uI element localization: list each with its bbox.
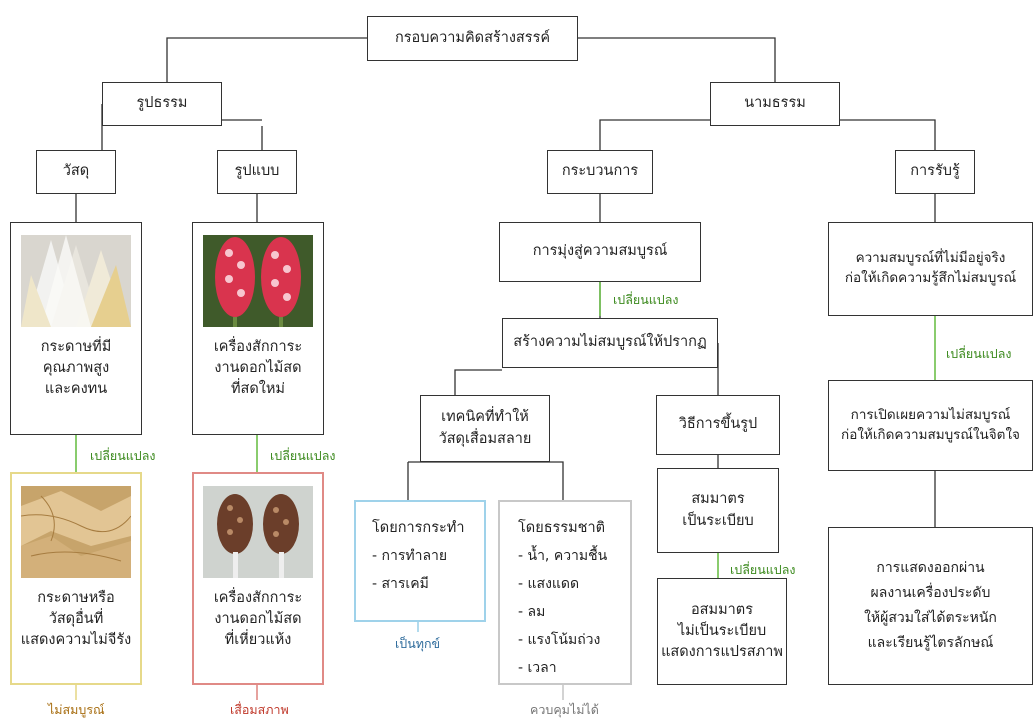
form-before-card: เครื่องสักการะ งานดอกไม้สด ที่สดใหม่: [192, 222, 324, 435]
process-step2-label: สร้างความไม่สมบูรณ์ให้ปรากฏ: [513, 334, 707, 351]
form-after-card: เครื่องสักการะ งานดอกไม้สด ที่เหี่ยวแห้ง: [192, 472, 324, 685]
perception-node: การรับรู้: [895, 150, 975, 194]
technique-node: เทคนิคที่ทำให้ วัสดุเสื่อมสลาย: [420, 395, 550, 462]
process-change-label: เปลี่ยนแปลง: [613, 292, 679, 307]
root-label: กรอบความคิดสร้างสรรค์: [394, 29, 551, 46]
perception-step2-node: การเปิดเผยความไม่สมบูรณ์ ก่อให้เกิดความส…: [828, 380, 1033, 471]
nature-item: - น้ำ, ความชื้น: [518, 548, 608, 564]
material-before-card: กระดาษที่มี คุณภาพสูง และคงทน: [10, 222, 142, 435]
perception-change-label: เปลี่ยนแปลง: [946, 346, 1012, 361]
perception-step3-label: การแสดงออกผ่าน ผลงานเครื่องประดับ ให้ผู้…: [864, 559, 997, 652]
human-action-title: โดยการกระทำ: [372, 520, 465, 536]
root-node: กรอบความคิดสร้างสรรค์: [367, 16, 578, 61]
human-action-item: - การทำลาย: [372, 548, 448, 564]
nature-item: - เวลา: [518, 660, 557, 676]
symmetric-node: สมมาตร เป็นระเบียบ: [657, 468, 779, 553]
forming-label: วิธีการขึ้นรูป: [678, 416, 758, 433]
process-step1-label: การมุ่งสู่ความสมบูรณ์: [532, 243, 668, 260]
concrete-node: รูปธรรม: [102, 82, 222, 126]
material-node: วัสดุ: [36, 150, 116, 194]
wilted-dry-flowers-image: [203, 486, 313, 578]
human-result-label: เป็นทุกข์: [395, 636, 441, 651]
symmetric-label: สมมาตร เป็นระเบียบ: [682, 491, 754, 529]
process-label: กระบวนการ: [561, 163, 639, 180]
form-node: รูปแบบ: [217, 150, 297, 194]
form-before-text: เครื่องสักการะ งานดอกไม้สด ที่สดใหม่: [213, 339, 303, 398]
perception-step2-label: การเปิดเผยความไม่สมบูรณ์ ก่อให้เกิดความส…: [841, 406, 1020, 443]
material-label: วัสดุ: [62, 163, 90, 180]
perception-step3-node: การแสดงออกผ่าน ผลงานเครื่องประดับ ให้ผู้…: [828, 527, 1033, 685]
perception-step1-label: ความสมบูรณ์ที่ไม่มีอยู่จริง ก่อให้เกิดคว…: [844, 250, 1017, 286]
forming-node: วิธีการขึ้นรูป: [656, 395, 780, 455]
nature-card: โดยธรรมชาติ - น้ำ, ความชื้น - แสงแดด - ล…: [498, 500, 632, 685]
nature-item: - แสงแดด: [518, 576, 580, 592]
form-result-label: เสื่อมสภาพ: [230, 702, 289, 717]
human-action-item: - สารเคมี: [372, 576, 429, 592]
nature-title: โดยธรรมชาติ: [518, 520, 606, 536]
forming-change-label: เปลี่ยนแปลง: [730, 562, 796, 577]
process-node: กระบวนการ: [547, 150, 653, 194]
material-change-label: เปลี่ยนแปลง: [90, 448, 156, 463]
human-action-card: โดยการกระทำ - การทำลาย - สารเคมี: [354, 500, 486, 622]
asymmetric-label: อสมมาตร ไม่เป็นระเบียบ แสดงการแปรสภาพ: [661, 601, 783, 660]
nature-item: - แรงโน้มถ่วง: [518, 632, 601, 648]
material-result-label: ไม่สมบูรณ์: [48, 702, 105, 717]
perception-label: การรับรู้: [910, 163, 960, 180]
fresh-red-flowers-image: [203, 235, 313, 327]
asymmetric-node: อสมมาตร ไม่เป็นระเบียบ แสดงการแปรสภาพ: [657, 578, 787, 685]
material-after-text: กระดาษหรือ วัสดุอื่นที่ แสดงความไม่จีรัง: [20, 590, 132, 649]
process-step2-node: สร้างความไม่สมบูรณ์ให้ปรากฏ: [502, 318, 718, 368]
concrete-label: รูปธรรม: [136, 95, 188, 112]
nature-result-label: ควบคุมไม่ได้: [530, 702, 599, 717]
process-step1-node: การมุ่งสู่ความสมบูรณ์: [499, 222, 701, 282]
material-before-text: กระดาษที่มี คุณภาพสูง และคงทน: [40, 339, 112, 398]
perception-step1-node: ความสมบูรณ์ที่ไม่มีอยู่จริง ก่อให้เกิดคว…: [828, 222, 1033, 316]
technique-label: เทคนิคที่ทำให้ วัสดุเสื่อมสลาย: [438, 409, 532, 447]
crumpled-paper-image: [21, 486, 131, 578]
paper-sheets-fan-image: [21, 235, 131, 327]
form-change-label: เปลี่ยนแปลง: [270, 448, 336, 463]
form-label: รูปแบบ: [234, 163, 280, 180]
nature-item: - ลม: [518, 604, 546, 620]
material-after-card: กระดาษหรือ วัสดุอื่นที่ แสดงความไม่จีรัง: [10, 472, 142, 685]
abstract-node: นามธรรม: [710, 82, 840, 126]
abstract-label: นามธรรม: [744, 95, 806, 112]
form-after-text: เครื่องสักการะ งานดอกไม้สด ที่เหี่ยวแห้ง: [213, 590, 303, 649]
